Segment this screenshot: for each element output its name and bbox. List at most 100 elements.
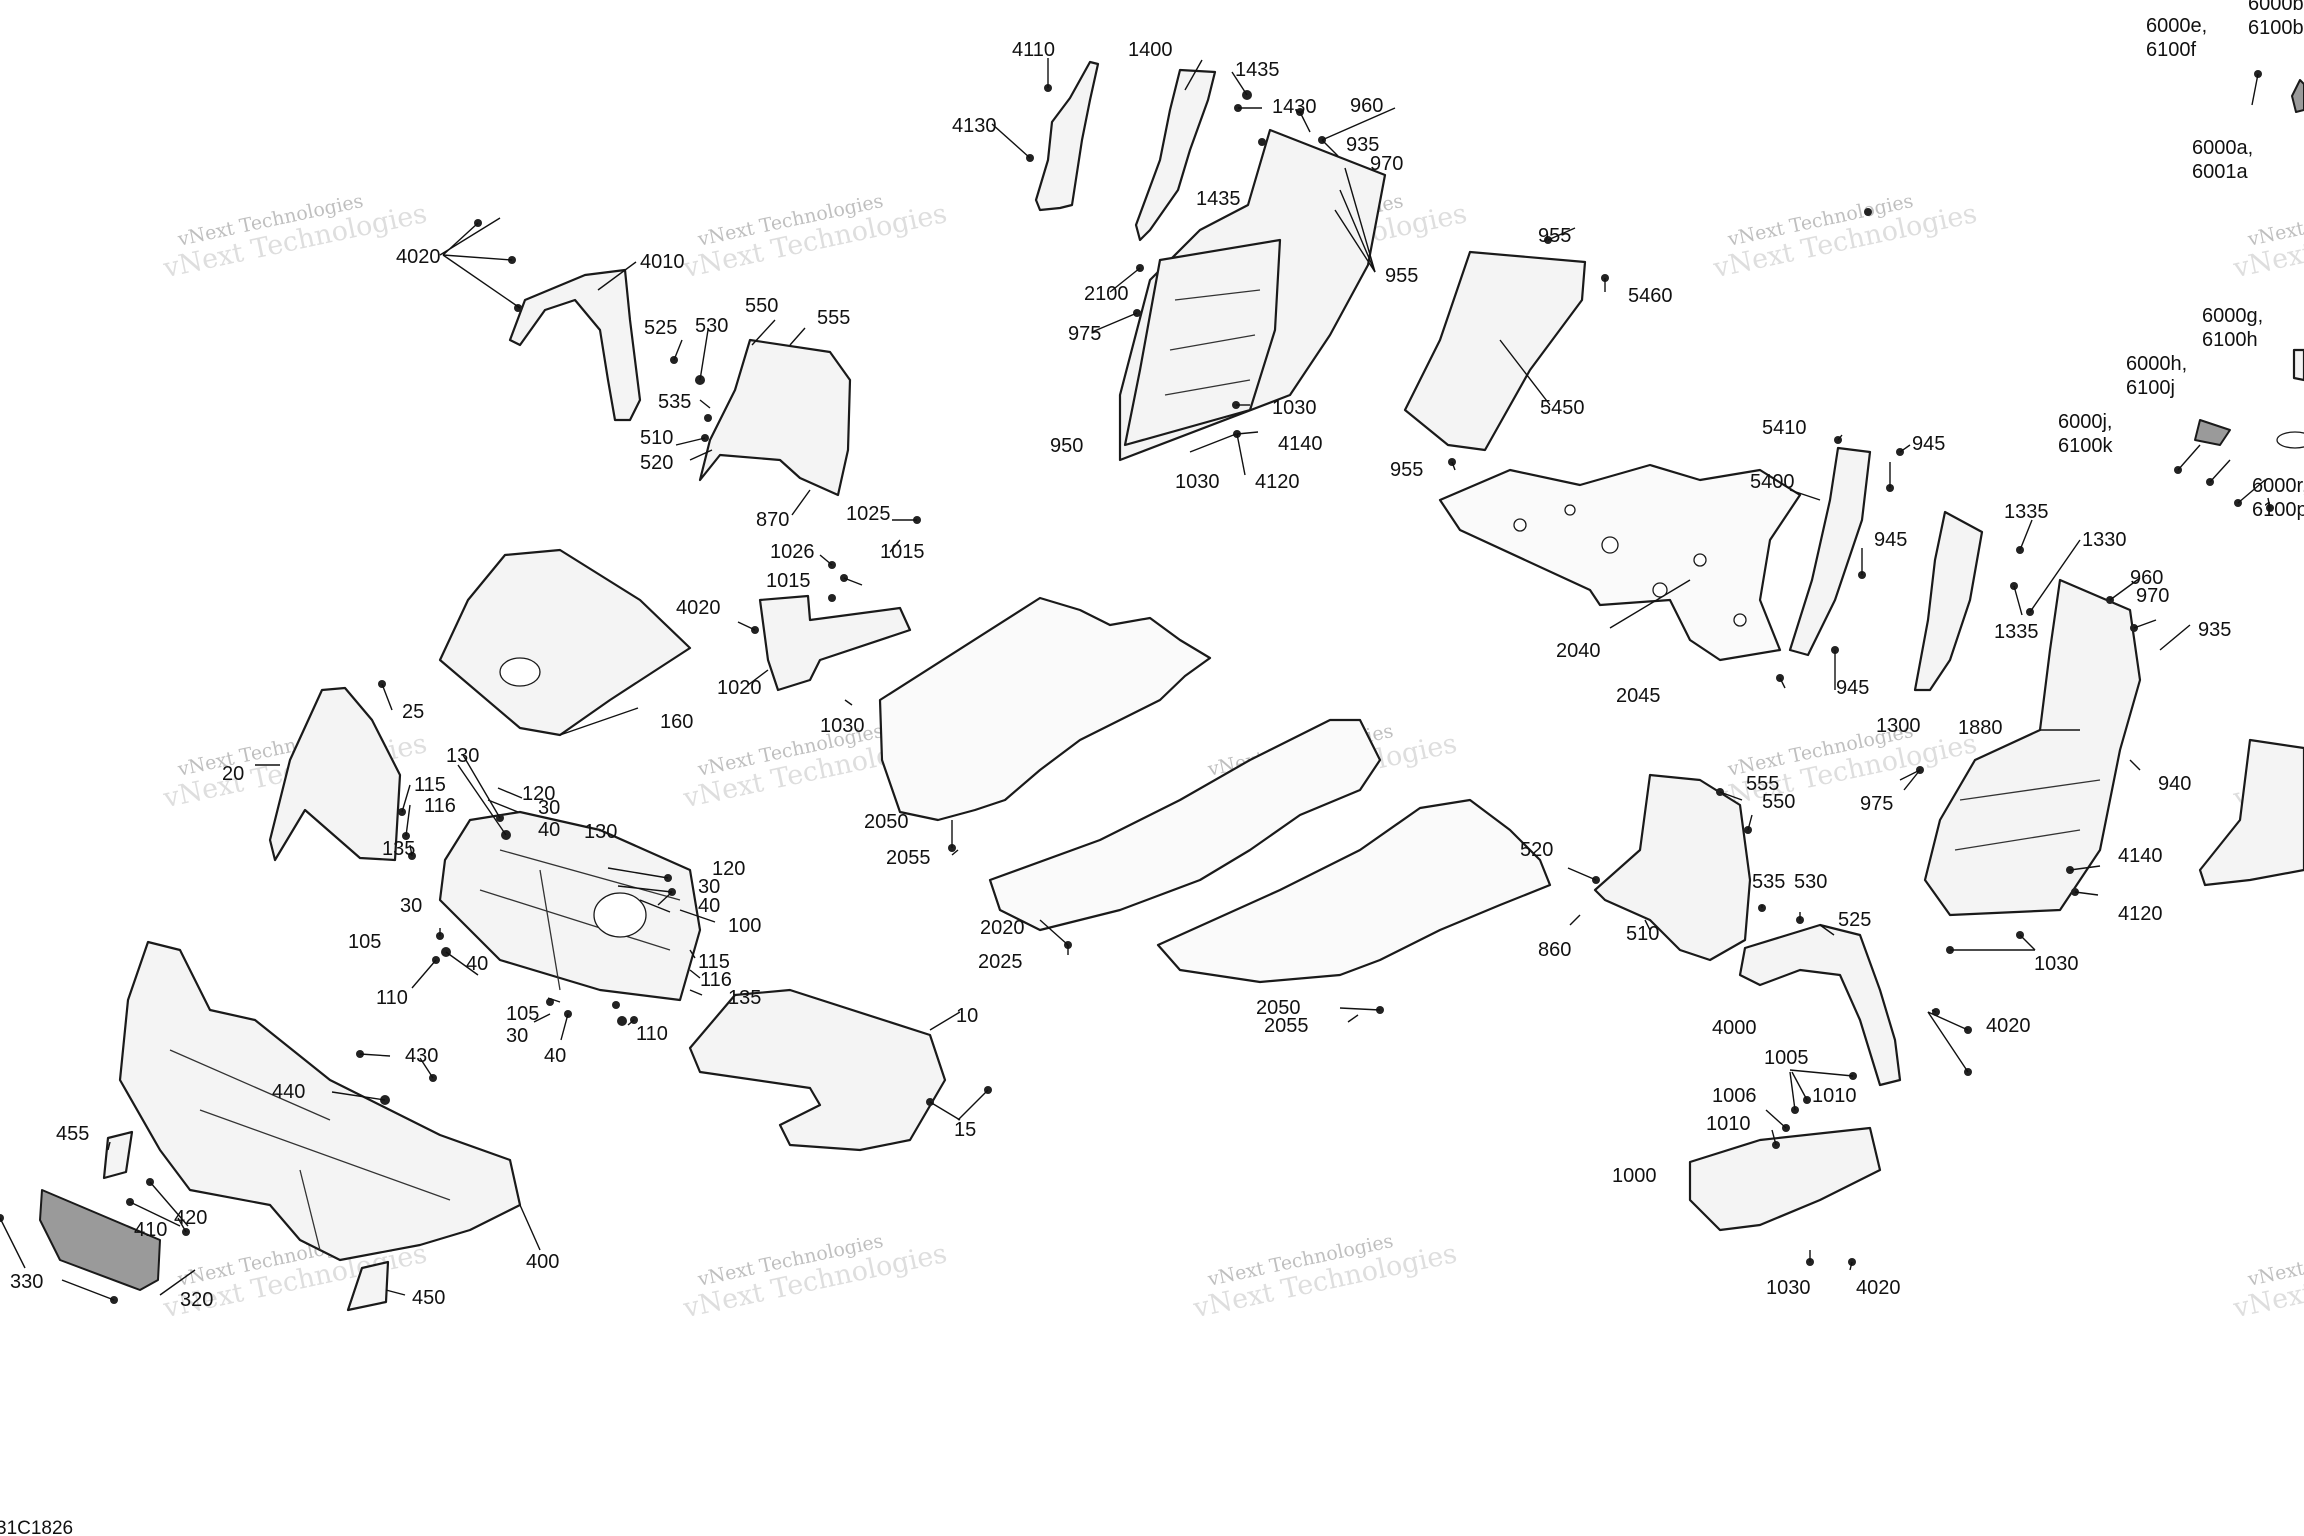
callout-label: 420 — [174, 1207, 207, 1229]
callout-label: 1015 — [766, 570, 811, 592]
part-160-hood — [438, 548, 692, 737]
callout-label: 40 — [698, 895, 720, 917]
callout-label: 1000 — [1612, 1165, 1657, 1187]
callout-label: 120 — [522, 783, 555, 805]
callout-label: 525 — [1838, 909, 1871, 931]
callout-label: 945 — [1912, 433, 1945, 455]
part-5450-shield — [1403, 250, 1587, 452]
part-2020-floor-panel — [988, 718, 1382, 932]
callout-label: 960 — [1350, 95, 1383, 117]
callout-label: 135 — [728, 987, 761, 1009]
callout-label: 520 — [640, 452, 673, 474]
callout-label: 6000a,6001a — [2192, 137, 2253, 183]
callout-label: 1335 — [2004, 501, 2049, 523]
callout-label: 110 — [636, 1023, 668, 1045]
callout-label: 15 — [954, 1119, 976, 1141]
part-330-grille — [39, 1189, 161, 1291]
callout-label: 1006 — [1712, 1085, 1757, 1107]
callout-label: 30 — [698, 876, 720, 898]
callout-label: 6000j,6100k — [2058, 411, 2113, 457]
callout-label: 1435 — [1196, 188, 1241, 210]
callout-label: 870 — [756, 509, 789, 531]
diagram-reference: 31C1826 — [0, 1518, 73, 1536]
callout-label: 10 — [956, 1005, 978, 1027]
callout-label: 30 — [400, 895, 422, 917]
callout-label: 530 — [695, 315, 728, 337]
callout-label: 6000r,6100p — [2252, 475, 2304, 521]
callout-label: 120 — [712, 858, 745, 880]
callout-label: 410 — [134, 1219, 167, 1241]
callout-label: 975 — [1860, 793, 1893, 815]
callout-label: 30 — [506, 1025, 528, 1047]
callout-label: 105 — [506, 1003, 539, 1025]
callout-label: 455 — [56, 1123, 89, 1145]
part-950-door-lower — [1123, 238, 1282, 447]
part-5400-side-rail — [1788, 446, 1872, 657]
callout-label: 535 — [1752, 871, 1785, 893]
callout-label: 5450 — [1540, 397, 1585, 419]
part-6000j-ring — [2276, 431, 2304, 449]
callout-label: 4010 — [640, 251, 685, 273]
callout-label: 6000e,6100f — [2146, 15, 2207, 61]
callout-label: 955 — [1538, 225, 1571, 247]
callout-label: 2100 — [1084, 283, 1129, 305]
callout-label: 25 — [402, 701, 424, 723]
callout-label: 20 — [222, 763, 244, 785]
part-4010-fender-top — [508, 268, 642, 422]
callout-label: 950 — [1050, 435, 1083, 457]
callout-label: 530 — [1794, 871, 1827, 893]
callout-label: 116 — [424, 795, 456, 817]
callout-label: 1026 — [770, 541, 815, 563]
callout-label: 535 — [658, 391, 691, 413]
callout-label: 6000g,6100h — [2202, 305, 2263, 351]
callout-label: 320 — [180, 1289, 213, 1311]
callout-label: 6000b,6100b — [2248, 0, 2304, 39]
callout-label: 1030 — [1175, 471, 1220, 493]
callout-label: 4120 — [1255, 471, 1300, 493]
callout-label: 555 — [817, 307, 850, 329]
part-20-side-bezel — [268, 686, 402, 862]
callout-label: 1010 — [1706, 1113, 1751, 1135]
callout-label: 1010 — [1812, 1085, 1857, 1107]
part-1400-pillar-trim — [1134, 68, 1217, 242]
callout-label: 4020 — [1856, 1277, 1901, 1299]
callout-label: 330 — [10, 1271, 43, 1293]
callout-label: 960 — [2130, 567, 2163, 589]
callout-label: 2055 — [1264, 1015, 1309, 1037]
callout-label: 430 — [405, 1045, 438, 1067]
part-right-edge-door — [2198, 738, 2304, 887]
callout-label: 945 — [1874, 529, 1907, 551]
callout-label: 1025 — [846, 503, 891, 525]
callout-label: 1335 — [1994, 621, 2039, 643]
callout-label: 5400 — [1750, 471, 1795, 493]
part-4000-right-fender — [1738, 923, 1902, 1087]
callout-label: 935 — [2198, 619, 2231, 641]
callout-label: 40 — [544, 1045, 566, 1067]
callout-label: 520 — [1520, 839, 1553, 861]
callout-label: 555 — [1746, 773, 1779, 795]
callout-label: 1400 — [1128, 39, 1173, 61]
callout-label: 4110 — [1012, 39, 1055, 61]
callout-label: 1030 — [820, 715, 865, 737]
part-555-right-fender-well — [1593, 773, 1752, 962]
callout-label: 525 — [644, 317, 677, 339]
callout-label: 1880 — [1958, 717, 2003, 739]
callout-label: 1330 — [2082, 529, 2127, 551]
callout-label: 510 — [1626, 923, 1659, 945]
callout-label: 2020 — [980, 917, 1025, 939]
callout-label: 4020 — [396, 246, 441, 268]
part-1300-rear-pillar — [1913, 510, 1984, 692]
part-4110-bracket — [1034, 60, 1100, 212]
callout-label: 975 — [1068, 323, 1101, 345]
part-100-front-frame — [438, 810, 702, 1002]
callout-label: 4020 — [1986, 1015, 2031, 1037]
leader-lines — [0, 58, 2271, 1301]
callout-label: 860 — [1538, 939, 1571, 961]
